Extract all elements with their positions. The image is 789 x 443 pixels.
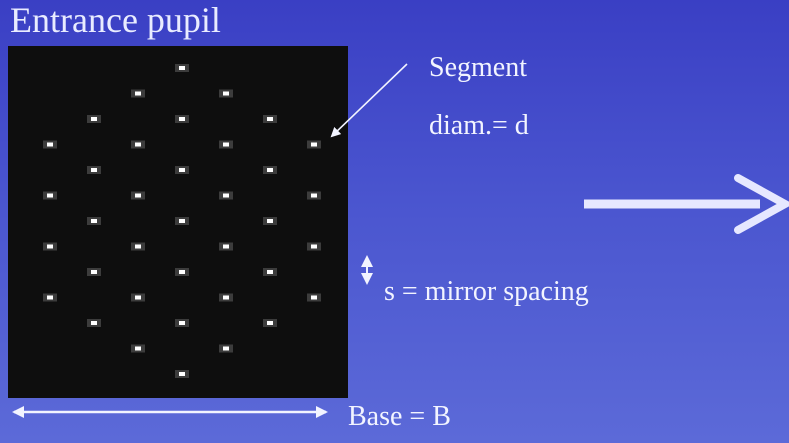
mirror-segment — [135, 91, 141, 96]
slide-title: Entrance pupil — [10, 0, 221, 40]
mirror-segment — [223, 346, 229, 351]
mirror-segment — [223, 295, 229, 300]
mirror-segment — [267, 219, 273, 223]
segment-diameter-label: diam.= d — [429, 110, 529, 141]
entrance-pupil-image — [8, 46, 348, 398]
mirror-segment — [135, 346, 141, 351]
mirror-segment — [179, 372, 185, 376]
mirror-segment — [135, 295, 141, 300]
mirror-segment — [223, 91, 229, 96]
pupil-mirror-array — [43, 64, 321, 378]
mirror-segment — [179, 321, 185, 325]
mirror-segment — [179, 270, 185, 274]
right-arrow-icon — [584, 174, 789, 234]
mirror-segment — [223, 193, 229, 198]
mirror-segment — [311, 244, 317, 249]
mirror-segment — [47, 244, 53, 249]
mirror-segment — [91, 270, 97, 274]
mirror-spacing-label: s = mirror spacing — [384, 276, 589, 307]
mirror-segment — [135, 244, 141, 249]
mirror-segment — [311, 193, 317, 198]
mirror-segment — [91, 117, 97, 121]
mirror-segment — [91, 219, 97, 223]
mirror-segment — [311, 142, 317, 147]
mirror-segment — [135, 142, 141, 147]
mirror-segment — [223, 244, 229, 249]
mirror-segment — [91, 321, 97, 325]
mirror-segment — [179, 117, 185, 121]
base-label: Base = B — [348, 401, 451, 432]
mirror-segment — [47, 193, 53, 198]
mirror-segment — [311, 295, 317, 300]
mirror-segment — [267, 168, 273, 172]
segment-label: Segment — [429, 52, 527, 83]
mirror-segment — [135, 193, 141, 198]
mirror-segment — [223, 142, 229, 147]
mirror-segment — [267, 321, 273, 325]
mirror-segment — [47, 295, 53, 300]
mirror-segment — [179, 66, 185, 70]
mirror-segment — [179, 168, 185, 172]
mirror-segment — [179, 219, 185, 223]
mirror-segment — [47, 142, 53, 147]
mirror-segment — [267, 270, 273, 274]
mirror-segment — [91, 168, 97, 172]
mirror-segment — [267, 117, 273, 121]
